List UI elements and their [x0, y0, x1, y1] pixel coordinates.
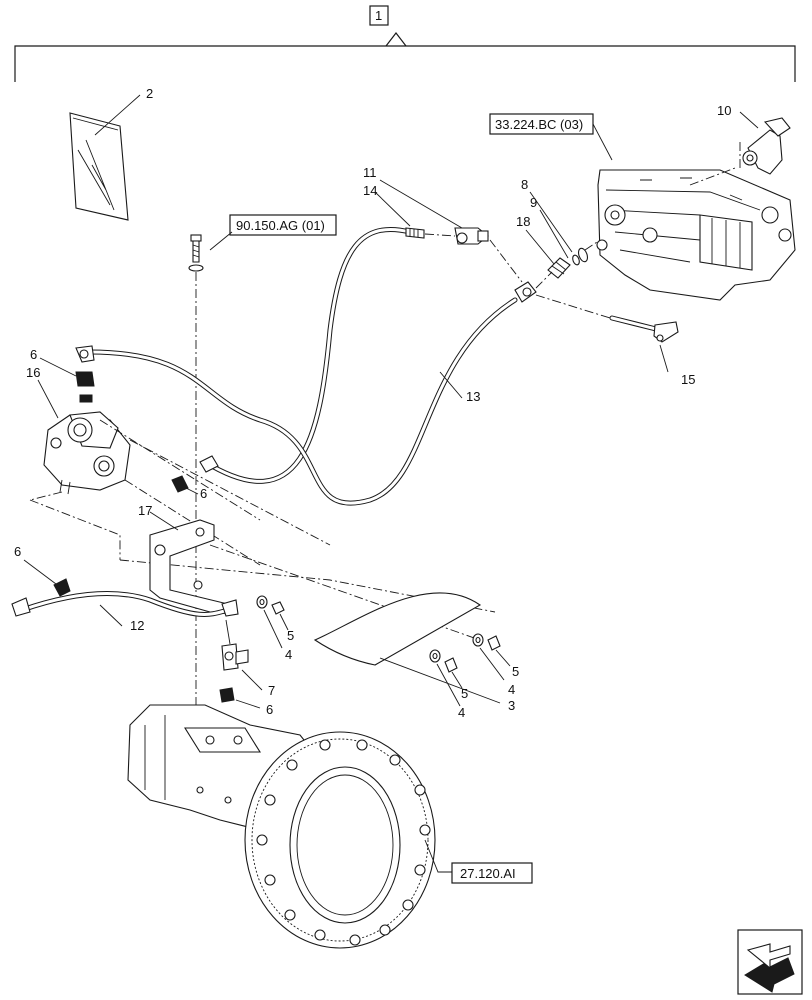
callout-17[interactable]: 17 — [138, 503, 152, 518]
next-page-arrow-icon[interactable] — [737, 929, 803, 995]
fitting-6-right: 6 — [171, 455, 219, 501]
assembly-number: 1 — [375, 8, 382, 23]
callout-11[interactable]: 11 — [363, 165, 377, 180]
hose-12: 6 12 — [11, 544, 239, 633]
callout-6b[interactable]: 6 — [200, 486, 207, 501]
washer-nut-left: 5 4 — [256, 595, 294, 662]
callout-8[interactable]: 8 — [521, 177, 528, 192]
quick-coupler-icon: 10 — [717, 103, 791, 175]
manual-booklet-icon: 2 — [69, 86, 153, 221]
callout-6c[interactable]: 6 — [14, 544, 21, 559]
fitting-group-8-9-18: 8 9 18 — [516, 177, 601, 279]
callout-5b[interactable]: 5 — [512, 664, 519, 679]
callout-5a[interactable]: 5 — [287, 628, 294, 643]
valve-housing — [596, 140, 796, 301]
washer-nut-middle: 5 4 — [429, 649, 468, 720]
callout-6a[interactable]: 6 — [30, 347, 37, 362]
elbow-fitting-left: 6 — [30, 345, 95, 387]
assembly-number-box[interactable] — [369, 5, 389, 26]
callout-4a[interactable]: 4 — [285, 647, 292, 662]
assembly-bracket: 1 — [14, 5, 796, 82]
reference-group-27120: 27.120.AI — [424, 839, 533, 884]
reference-group-33224: 33.224.BC (03) — [489, 113, 613, 161]
hose-15: 15 — [535, 294, 695, 387]
callout-13[interactable]: 13 — [466, 389, 480, 404]
callout-12[interactable]: 12 — [130, 618, 144, 633]
callout-10[interactable]: 10 — [717, 103, 731, 118]
ref-33224-label: 33.224.BC (03) — [495, 117, 583, 132]
ref-90150-label: 90.150.AG (01) — [236, 218, 325, 233]
callout-14[interactable]: 14 — [363, 183, 377, 198]
hose-13: 13 — [87, 239, 553, 506]
tee-fitting-7: 7 6 — [219, 619, 275, 717]
ref-27120-label: 27.120.AI — [460, 866, 516, 881]
reference-group-90150: 90.150.AG (01) — [188, 214, 337, 272]
callout-18[interactable]: 18 — [516, 214, 530, 229]
washer-nut-right: 5 4 — [472, 633, 519, 697]
callout-9[interactable]: 9 — [530, 195, 537, 210]
ref-27120-box[interactable] — [451, 862, 533, 884]
fender-3: 3 — [313, 592, 515, 713]
bolt-icon — [188, 234, 204, 272]
callout-5c[interactable]: 5 — [461, 686, 468, 701]
callout-16[interactable]: 16 — [26, 365, 40, 380]
valve-body: 16 — [26, 365, 131, 495]
callout-7[interactable]: 7 — [268, 683, 275, 698]
callout-2[interactable]: 2 — [146, 86, 153, 101]
wheel-hub — [244, 731, 436, 949]
ref-90150-box[interactable] — [229, 214, 337, 236]
callout-15[interactable]: 15 — [681, 372, 695, 387]
bracket-17: 17 — [138, 503, 233, 615]
callout-4c[interactable]: 4 — [458, 705, 465, 720]
callout-4b[interactable]: 4 — [508, 682, 515, 697]
callout-3[interactable]: 3 — [508, 698, 515, 713]
callout-6d[interactable]: 6 — [266, 702, 273, 717]
hose-14: 11 14 — [202, 165, 489, 484]
